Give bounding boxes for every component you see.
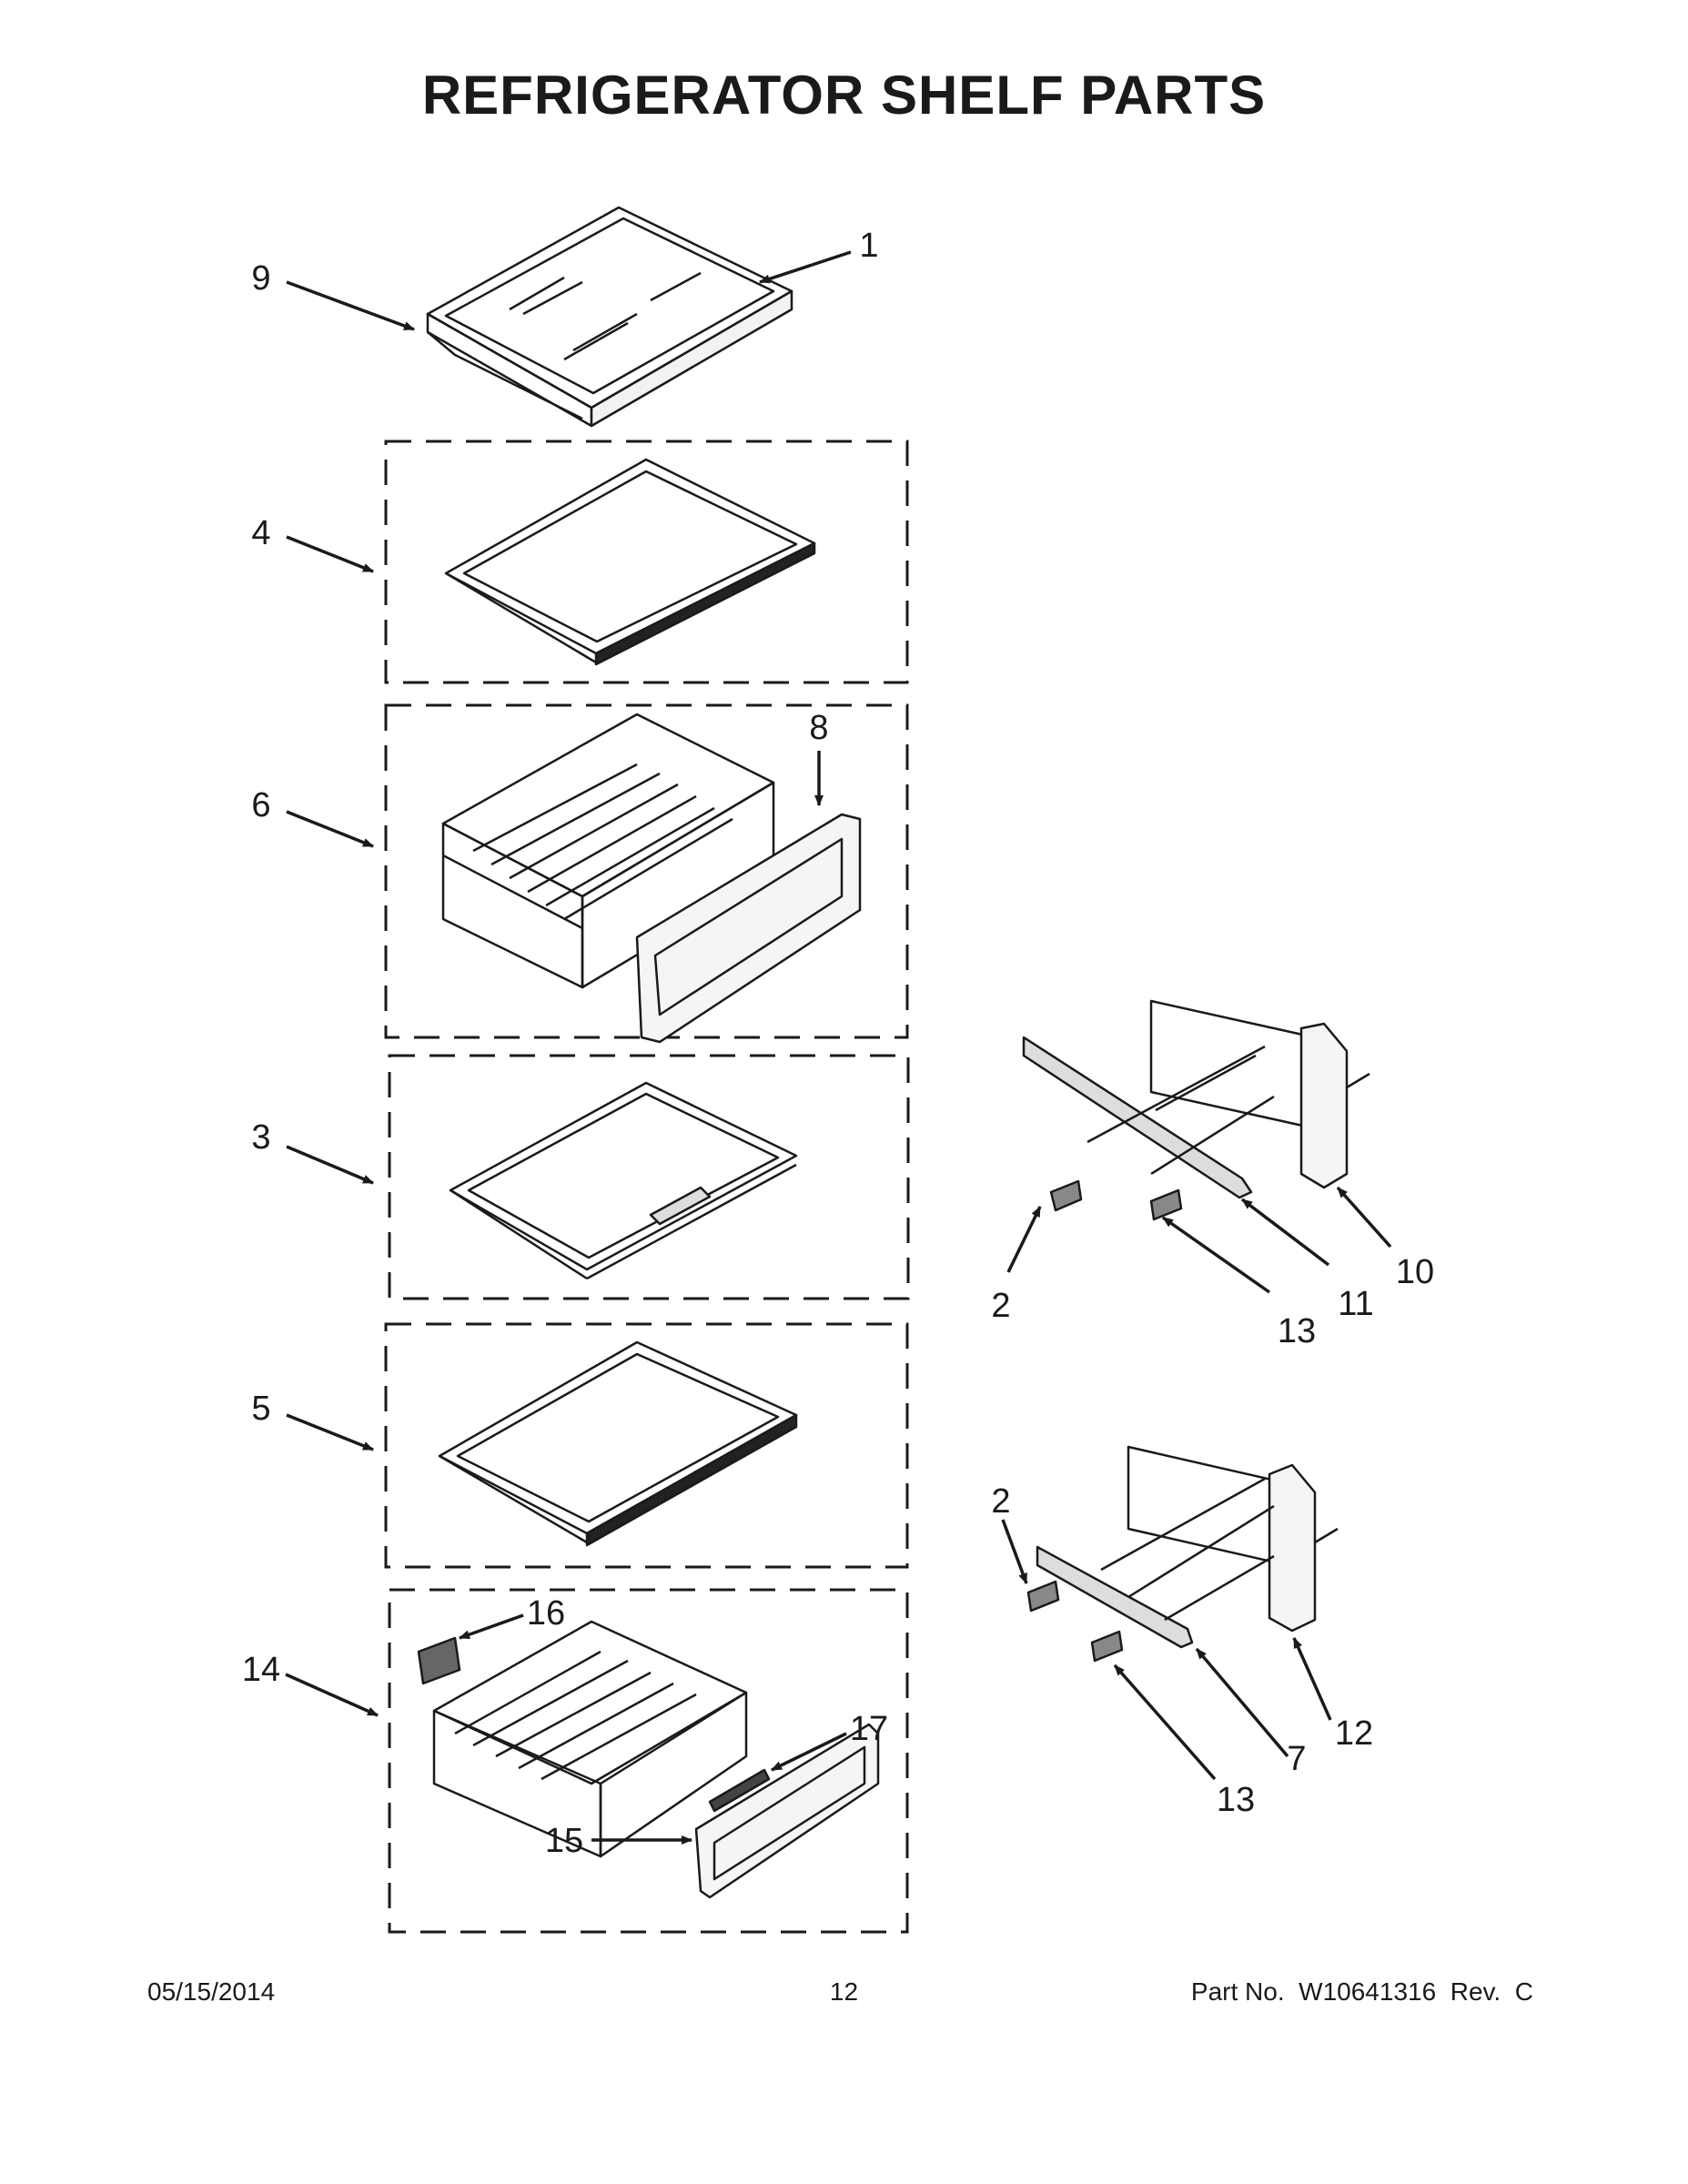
- callout-16: 16: [527, 1594, 565, 1633]
- footer-page-number: 12: [829, 1977, 859, 2006]
- part-shelf-5: [438, 1340, 798, 1547]
- arrow-16: [459, 1613, 524, 1640]
- arrow-5: [286, 1413, 374, 1451]
- callout-14: 14: [242, 1651, 280, 1689]
- callout-6: 6: [251, 786, 270, 824]
- arrow-13b: [1113, 1663, 1217, 1781]
- arrow-11: [1240, 1198, 1330, 1267]
- callout-7: 7: [1287, 1740, 1306, 1778]
- part-shelf-4: [444, 458, 816, 666]
- page-title: REFRIGERATOR SHELF PARTS: [421, 65, 1267, 126]
- arrow-12: [1292, 1637, 1332, 1721]
- callout-labels: 1 9 4 8 6 3 5 14 16 17 15 2 13 11 10 2 1…: [242, 227, 1434, 1860]
- group-box-4: [384, 440, 909, 684]
- arrow-6: [286, 810, 374, 848]
- callout-15: 15: [545, 1822, 583, 1860]
- callout-5: 5: [251, 1390, 270, 1428]
- group-box-14: [388, 1588, 909, 1934]
- arrow-17: [771, 1732, 847, 1772]
- callout-17: 17: [850, 1710, 888, 1748]
- arrow-4: [286, 535, 374, 573]
- part-drawer-14: [417, 1620, 880, 1899]
- arrow-9: [286, 280, 415, 331]
- arrow-13a: [1161, 1216, 1271, 1294]
- arrow-2a: [1006, 1206, 1042, 1273]
- callout-2a: 2: [991, 1287, 1010, 1325]
- callout-4: 4: [251, 514, 270, 552]
- arrow-10: [1336, 1186, 1392, 1249]
- arrow-14: [285, 1673, 379, 1717]
- callout-3: 3: [251, 1118, 270, 1157]
- part-assembly-lower: [1026, 1445, 1339, 1663]
- callout-11: 11: [1338, 1285, 1373, 1323]
- group-boxes: [384, 440, 910, 1934]
- callout-10: 10: [1396, 1253, 1434, 1291]
- footer-part-number: Part No. W10641316 Rev. C: [1190, 1977, 1533, 2006]
- group-box-3: [388, 1054, 910, 1300]
- arrow-3: [286, 1145, 374, 1185]
- arrow-2b: [1001, 1519, 1028, 1584]
- part-shelf-1: [426, 206, 793, 428]
- callout-12: 12: [1335, 1714, 1373, 1753]
- arrow-1: [759, 250, 852, 284]
- callout-1: 1: [859, 227, 878, 265]
- callout-9: 9: [251, 259, 270, 298]
- callout-8: 8: [809, 709, 828, 747]
- callout-13b: 13: [1217, 1781, 1255, 1819]
- footer-date: 05/15/2014: [147, 1977, 276, 2006]
- part-drawer-6: [441, 713, 862, 1044]
- group-box-6: [384, 703, 909, 1039]
- group-box-5: [384, 1322, 909, 1569]
- leader-arrows: [285, 250, 1392, 1845]
- part-shelf-3: [449, 1081, 798, 1280]
- callout-2b: 2: [991, 1482, 1010, 1521]
- callout-13a: 13: [1278, 1312, 1316, 1350]
- arrow-7: [1195, 1647, 1289, 1758]
- part-assembly-upper: [1022, 999, 1370, 1221]
